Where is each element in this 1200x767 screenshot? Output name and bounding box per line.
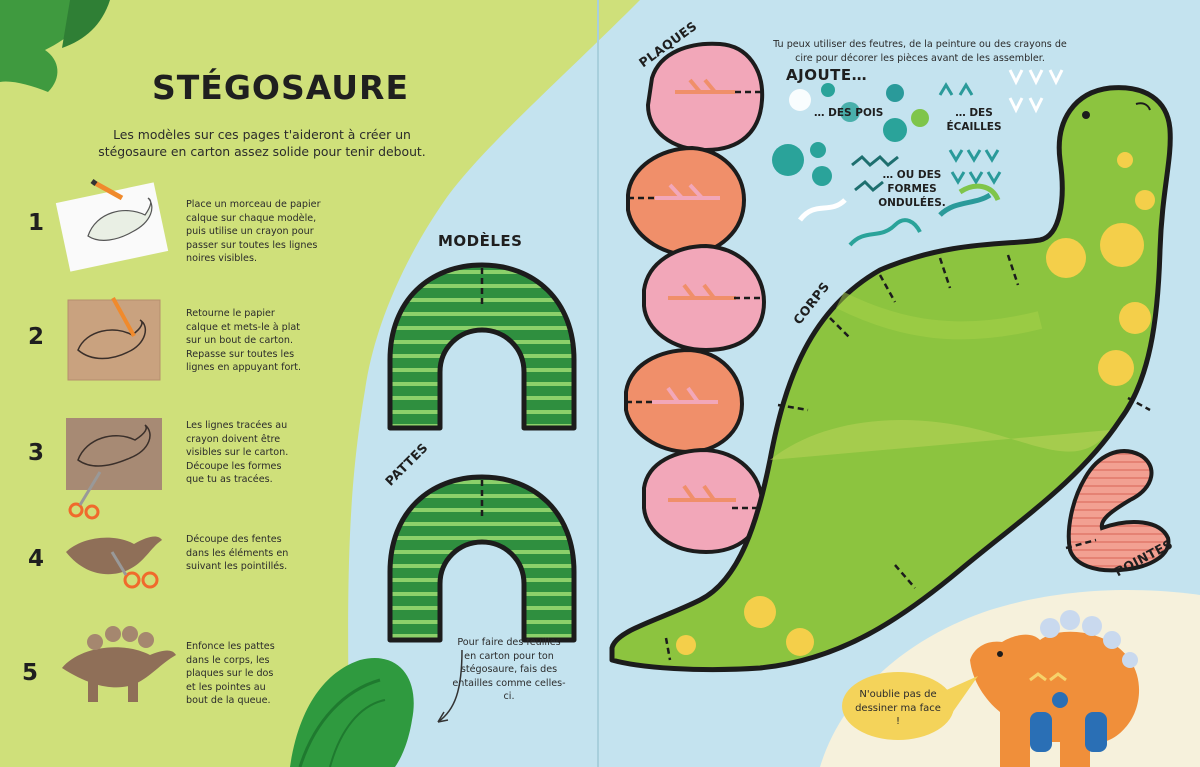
page-title: STÉGOSAURE xyxy=(152,68,410,107)
plate-5 xyxy=(642,447,765,555)
step-5-illustration xyxy=(62,626,176,702)
intro-text: Les modèles sur ces pages t'aideront à c… xyxy=(98,127,426,159)
step-3-illustration xyxy=(66,418,162,520)
step-3-text: Les lignes tracées au crayon doivent êtr… xyxy=(186,420,289,486)
speech-text: N'oublie pas de dessiner ma face ! xyxy=(855,689,941,728)
body-template xyxy=(609,85,1173,673)
leaf-decoration-bottom xyxy=(290,658,414,767)
plate-2 xyxy=(626,145,747,258)
des-pois-label: … DES POIS xyxy=(814,107,884,119)
step-4-number: 4 xyxy=(28,546,45,572)
step-3-number: 3 xyxy=(28,440,45,466)
step-2-text: Retourne le papier calque et mets-le à p… xyxy=(186,308,302,374)
step-2-number: 2 xyxy=(28,324,45,350)
slits-note: Pour faire des feuilles en carton pour t… xyxy=(452,637,566,703)
ajoute-heading: AJOUTE… xyxy=(786,66,868,84)
step-1-number: 1 xyxy=(28,210,45,236)
leg-template-top xyxy=(387,262,577,431)
step-2-illustration xyxy=(67,297,161,381)
spike-template xyxy=(1065,449,1171,573)
speech-bubble xyxy=(842,672,978,740)
note-arrow-head xyxy=(437,711,449,723)
step-4-illustration xyxy=(66,536,162,589)
step-1-text: Place un morceau de papier calque sur ch… xyxy=(186,199,321,265)
decoration-swatches xyxy=(772,69,1064,247)
leaf-decoration-top-left xyxy=(0,0,110,92)
plate-1 xyxy=(645,41,765,153)
plate-4 xyxy=(624,347,745,455)
des-ecailles-label: … DES ÉCAILLES xyxy=(946,107,1002,133)
modeles-heading: MODÈLES xyxy=(438,232,523,250)
formes-ondulees-label: … OU DES FORMES ONDULÉES. xyxy=(878,169,946,209)
step-5-number: 5 xyxy=(22,660,39,686)
plate-3 xyxy=(642,243,767,353)
leg-template-bottom xyxy=(387,474,577,643)
left-page-bg xyxy=(0,0,640,767)
note-arrow xyxy=(437,649,463,723)
step-5-text: Enfonce les pattes dans le corps, les pl… xyxy=(186,641,275,707)
step-4-text: Découpe des fentes dans les éléments en … xyxy=(186,534,289,573)
step-1-illustration xyxy=(55,179,169,272)
decorate-note: Tu peux utiliser des feutres, de la pein… xyxy=(773,39,1067,64)
